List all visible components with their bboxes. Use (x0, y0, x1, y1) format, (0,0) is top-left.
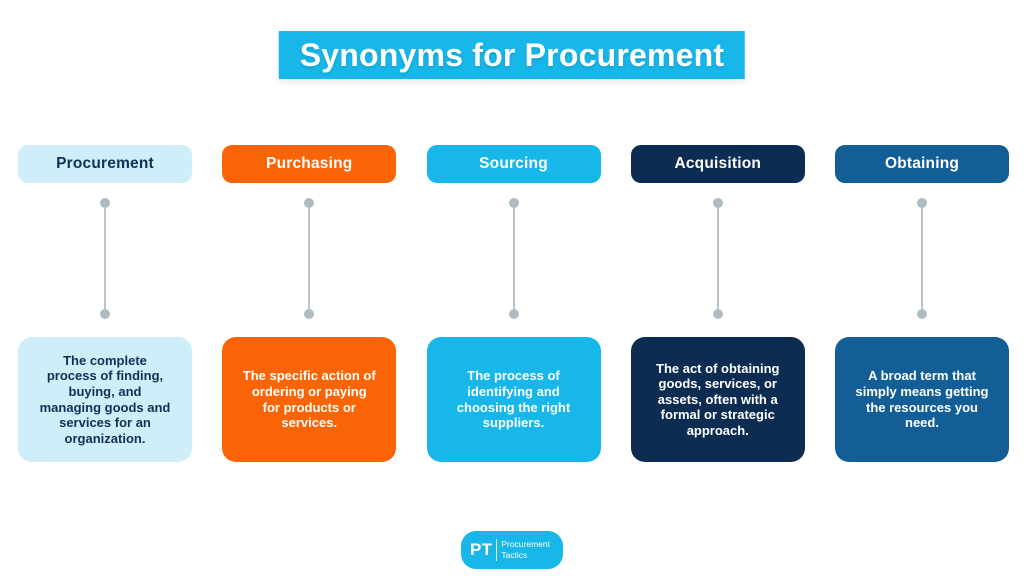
term-label: Purchasing (266, 155, 353, 172)
connector-stem (716, 208, 719, 309)
term-label: Acquisition (674, 155, 762, 172)
connector-stem (104, 208, 106, 309)
connector-line (303, 183, 315, 337)
description-text: The act of obtaining goods, services, or… (656, 360, 780, 438)
connector-dot-bottom (917, 309, 927, 319)
description-text: The complete process of finding, buying,… (39, 352, 171, 446)
connector-line (508, 183, 520, 337)
connector-stem (921, 208, 923, 309)
column-purchasing: Purchasing The specific action of orderi… (222, 145, 397, 462)
logo-abbr: PT (470, 540, 493, 559)
description-text: The process of identifying and choosing … (456, 368, 571, 431)
connector-stem (512, 208, 515, 309)
page-title: Synonyms for Procurement (299, 36, 725, 73)
term-label: Procurement (56, 155, 154, 172)
connector-dot-bottom (304, 309, 315, 319)
column-obtaining: Obtaining A broad term that simply means… (835, 145, 1009, 462)
logo-name-bottom: Tactics (501, 550, 528, 560)
term-header-obtaining: Obtaining (835, 145, 1009, 183)
connector-stem (308, 208, 311, 309)
synonym-columns: Procurement The complete process of find… (18, 145, 1009, 462)
logo-name-top: Procurement (501, 539, 550, 550)
column-sourcing: Sourcing The process of identifying and … (426, 145, 601, 462)
connector-line (712, 183, 724, 337)
connector-dot-top (917, 198, 927, 208)
connector-dot-bottom (100, 309, 110, 319)
title-banner: Synonyms for Procurement (278, 31, 746, 79)
column-procurement: Procurement The complete process of find… (18, 145, 192, 462)
connector-dot-top (100, 198, 110, 208)
term-description-obtaining: A broad term that simply means getting t… (835, 337, 1009, 462)
term-header-sourcing: Sourcing (426, 145, 601, 183)
term-header-purchasing: Purchasing (222, 145, 397, 183)
connector-line (916, 183, 928, 337)
connector-dot-bottom (508, 309, 519, 319)
term-label: Obtaining (884, 155, 960, 172)
connector-line (99, 183, 111, 337)
connector-dot-top (304, 198, 315, 208)
description-text: A broad term that simply means getting t… (855, 368, 989, 431)
logo-name: Procurement Tactics (501, 539, 550, 560)
term-description-sourcing: The process of identifying and choosing … (426, 337, 601, 462)
term-description-purchasing: The specific action of ordering or payin… (222, 337, 397, 462)
description-text: The specific action of ordering or payin… (242, 368, 376, 431)
connector-dot-top (508, 198, 519, 208)
logo-divider (496, 539, 498, 561)
connector-dot-top (712, 198, 723, 208)
term-description-procurement: The complete process of finding, buying,… (18, 337, 192, 462)
connector-dot-bottom (712, 309, 723, 319)
term-header-procurement: Procurement (18, 145, 192, 183)
procurement-tactics-logo: PT Procurement Tactics (461, 531, 563, 569)
term-description-acquisition: The act of obtaining goods, services, or… (630, 337, 805, 462)
term-label: Sourcing (479, 155, 548, 172)
column-acquisition: Acquisition The act of obtaining goods, … (630, 145, 805, 462)
term-header-acquisition: Acquisition (630, 145, 805, 183)
